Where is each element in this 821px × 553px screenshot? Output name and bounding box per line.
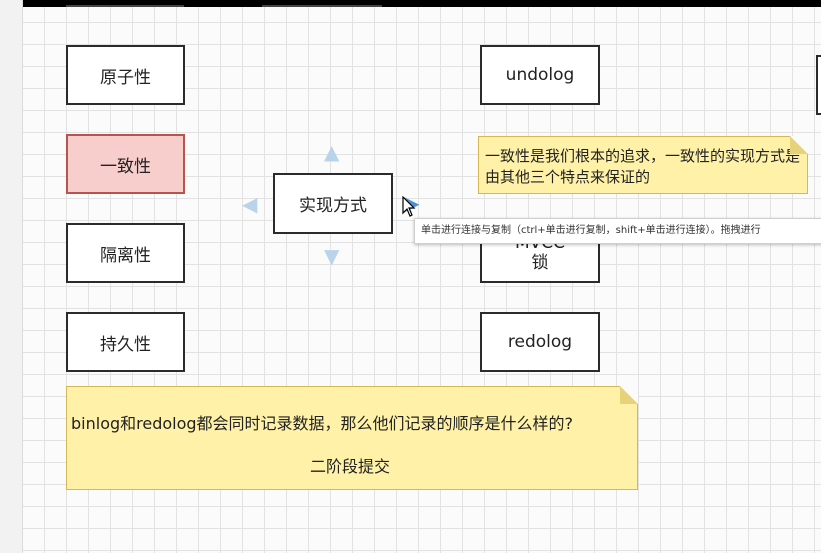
offscreen-shape-edge: [66, 5, 184, 7]
note-answer: 二阶段提交: [310, 457, 391, 476]
note-question: binlog和redolog都会同时记录数据，那么他们记录的顺序是什么样的?: [71, 414, 574, 433]
box-label: 实现方式: [299, 196, 367, 216]
box-label: undolog: [505, 65, 575, 85]
note-text: 一致性是我们根本的追求，一致性的实现方式是由其他三个特点来保证的: [485, 147, 801, 186]
arrow-left-icon[interactable]: ◀: [242, 192, 258, 216]
box-label: 原子性: [100, 67, 151, 88]
box-undolog[interactable]: undolog: [480, 45, 600, 105]
box-label: 隔离性: [100, 245, 151, 266]
box-durability[interactable]: 持久性: [66, 312, 185, 372]
box-label: redolog: [507, 332, 573, 352]
note-fold: [790, 136, 808, 154]
arrow-up-icon[interactable]: ▲: [324, 140, 340, 164]
left-ruler: [0, 0, 23, 553]
box-partial-right[interactable]: [816, 55, 821, 115]
box-redolog[interactable]: redolog: [480, 312, 600, 372]
arrow-down-icon[interactable]: ▼: [324, 244, 340, 268]
note-consistency[interactable]: 一致性是我们根本的追求，一致性的实现方式是由其他三个特点来保证的: [478, 136, 808, 194]
box-isolation[interactable]: 隔离性: [66, 223, 185, 283]
box-implementation[interactable]: 实现方式: [273, 173, 393, 234]
box-label: 一致性: [100, 156, 151, 177]
box-atomicity[interactable]: 原子性: [66, 45, 185, 105]
top-bar: [0, 0, 821, 7]
offscreen-shape-edge: [262, 5, 382, 7]
mouse-cursor-icon: [402, 196, 416, 217]
box-consistency[interactable]: 一致性: [66, 134, 185, 194]
box-label: 持久性: [100, 334, 151, 355]
connect-tooltip: 单击进行连接与复制（ctrl+单击进行复制，shift+单击进行连接）。拖拽进行: [414, 218, 821, 244]
note-binlog[interactable]: binlog和redolog都会同时记录数据，那么他们记录的顺序是什么样的? 二…: [66, 386, 638, 490]
note-fold: [620, 386, 638, 404]
